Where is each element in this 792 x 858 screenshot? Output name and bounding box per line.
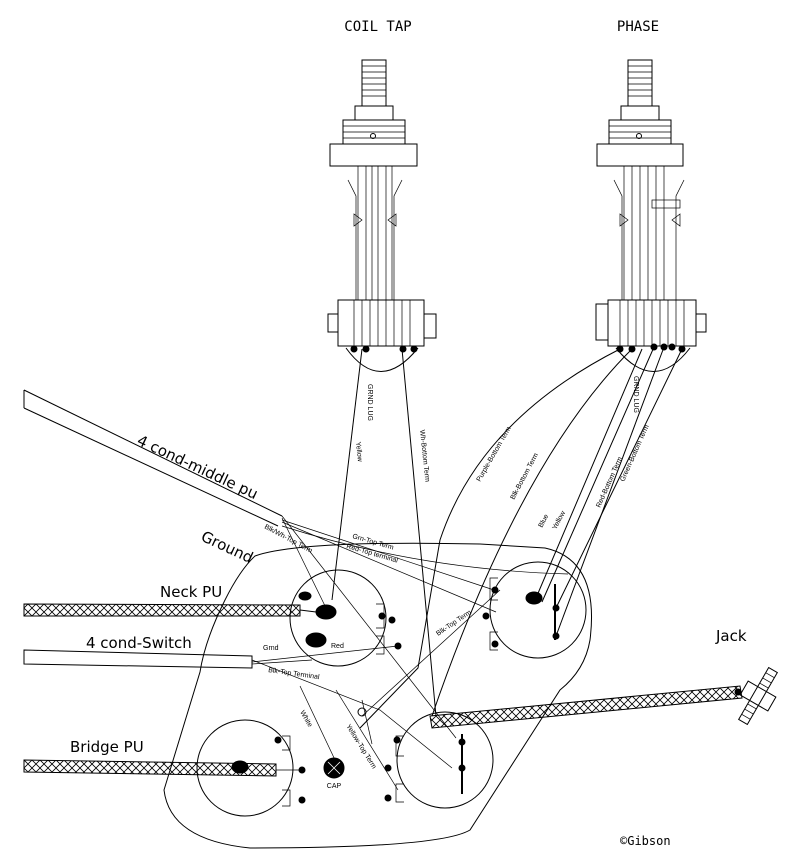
four-cond-switch-label: 4 cond-Switch (86, 634, 192, 652)
wire-label-blk-top: Blk-Top Term (435, 609, 473, 638)
cable-jack (429, 685, 743, 729)
phase-label: PHASE (617, 19, 659, 35)
solder-points (231, 586, 560, 804)
wire-label-blk-bottom: Blk-Bottom Term (510, 452, 540, 501)
wires (251, 346, 683, 791)
wire-label-red-bottom: Red-Bottom Term (595, 456, 624, 509)
coil-tap-label: COIL TAP (344, 19, 411, 35)
wire-label-grnd: Grnd (263, 645, 279, 652)
wire-label-purple-bottom: Purple-Bottom Term (476, 426, 513, 483)
coil-tap-ground-lug-label: GRND LUG (366, 384, 373, 421)
wire-label-white: White (298, 710, 313, 729)
wire-label-red: Red (331, 643, 344, 650)
coil-tap-switch: GRND LUG (327, 59, 437, 421)
cable-four-cond-switch (23, 649, 253, 669)
output-jack (737, 666, 779, 726)
bridge-pu-label: Bridge PU (70, 738, 144, 756)
capacitor: CAP (323, 757, 345, 790)
phase-ground-lug-label: GRND LUG (632, 376, 639, 413)
wire-label-wh-bottom: Wh-Bottom Term (418, 429, 430, 482)
ground-label: Ground (198, 527, 256, 567)
control-cavity-outline (163, 542, 593, 849)
four-cond-middle-label: 4 cond-middle pu (134, 431, 261, 503)
wire-label-yellow: Yellow (354, 441, 363, 463)
jack-label: Jack (715, 627, 747, 645)
cable-four-cond-middle (23, 389, 283, 527)
wire-label-blue: Blue (538, 513, 551, 529)
copyright-label: ©Gibson (620, 834, 671, 848)
wire-label-yellow-phase: Yellow (552, 509, 568, 531)
phase-switch: GRND LUG (595, 59, 707, 413)
cable-bridge-pu (23, 759, 277, 777)
wire-label-blk-top-terminal: Blk-Top Terminal (268, 667, 321, 681)
pot-middle-volume (489, 561, 587, 659)
pot-neck-volume (289, 569, 387, 667)
cable-neck-pu (23, 603, 317, 617)
neck-pu-label: Neck PU (160, 583, 222, 601)
cap-label: CAP (327, 783, 342, 790)
